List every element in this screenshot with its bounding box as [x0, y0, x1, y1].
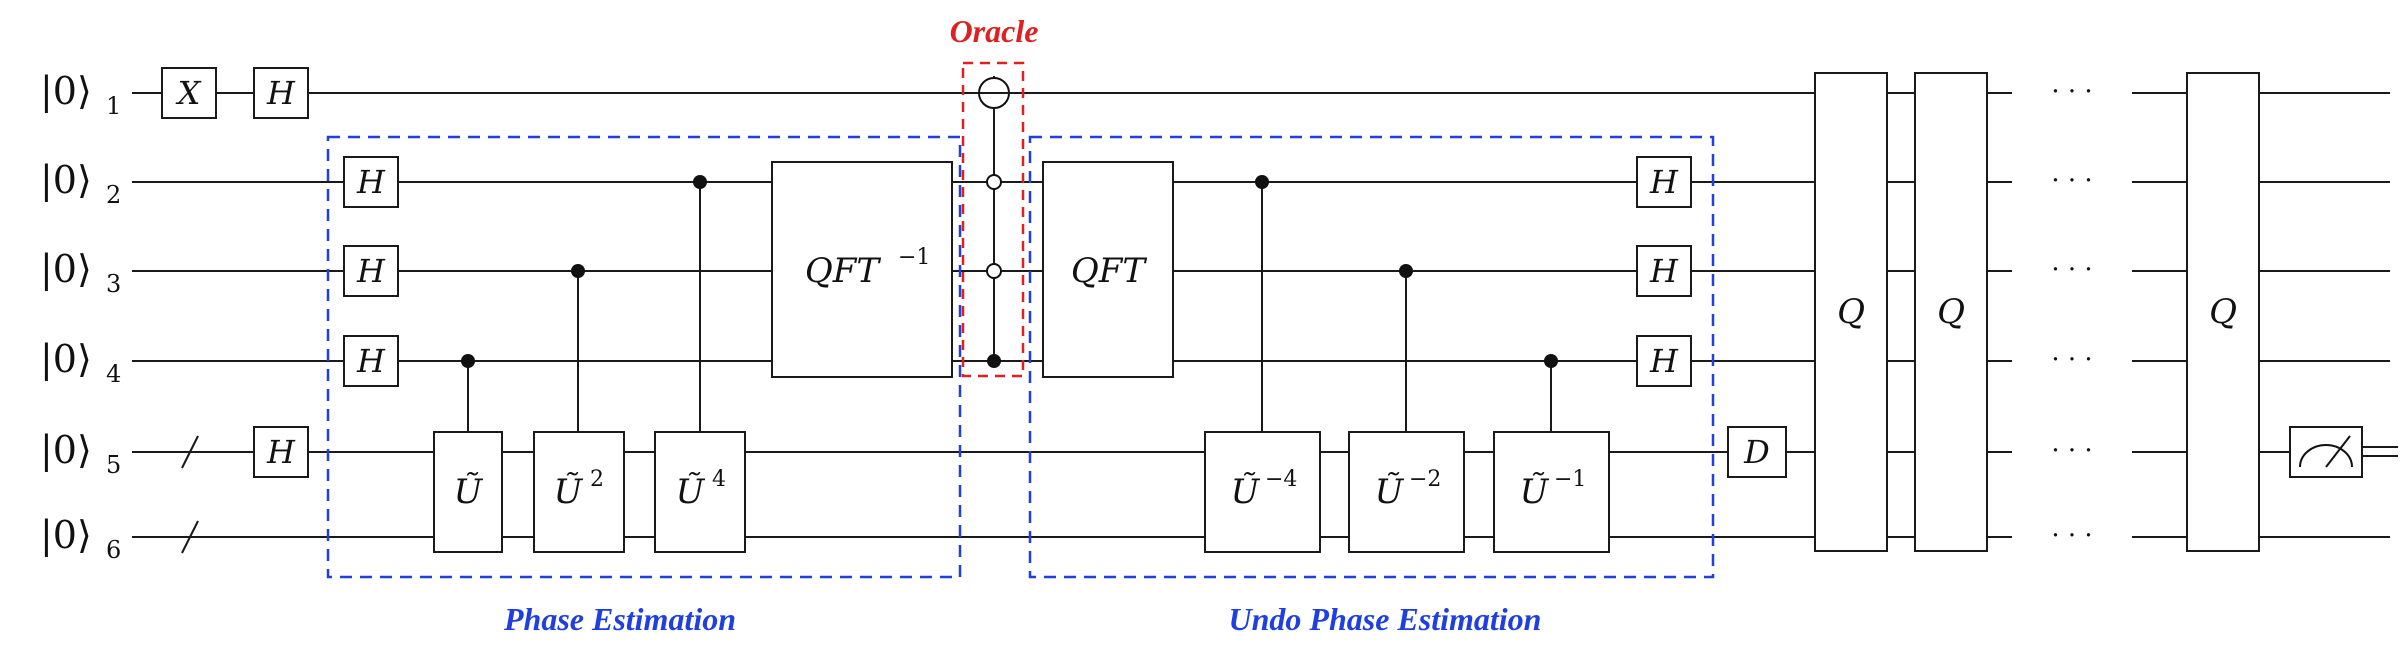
- u-minus-1-exponent: −1: [1554, 467, 1586, 492]
- control-dot: [1544, 354, 1558, 368]
- ellipsis-5: · · ·: [2051, 436, 2092, 466]
- u-minus-2-exponent: −2: [1409, 467, 1441, 492]
- controlled-u-4: Ũ 4: [654, 175, 746, 553]
- u2-gate-label: Ũ: [554, 471, 584, 512]
- undo-phase-estimation-region: [1028, 135, 1715, 579]
- controlled-u-minus-4: Ũ −4: [1204, 175, 1321, 553]
- d-gate: D: [1727, 426, 1787, 478]
- oracle-gate: [978, 76, 1010, 368]
- u-gate-label: Ũ: [454, 471, 484, 512]
- qubit-index-4: 4: [106, 360, 121, 388]
- qft-inverse-exponent: −1: [898, 245, 930, 270]
- x-gate-label: X: [175, 74, 202, 112]
- bundle-slash-6: [181, 520, 199, 554]
- h-gate-q4: H: [343, 335, 399, 387]
- qft-label: QFT: [1071, 251, 1147, 291]
- ellipsis-column: · · · · · · · · · · · · · · · · · ·: [2051, 77, 2092, 551]
- bundle-slash-5: [181, 435, 199, 469]
- h-gate-q2-label: H: [356, 163, 386, 201]
- qubit-label-1: |0⟩: [40, 69, 92, 113]
- phase-estimation-label: Phase Estimation: [503, 601, 736, 637]
- h-gate-q3-end-label: H: [1649, 252, 1679, 290]
- controlled-u-2: Ũ 2: [533, 264, 625, 553]
- qft-inverse-gate: QFT −1: [771, 161, 953, 378]
- ellipsis-3: · · ·: [2051, 255, 2092, 285]
- h-gate-q4-label: H: [356, 342, 386, 380]
- qft-inverse-label: QFT: [805, 251, 881, 291]
- control-dot: [1255, 175, 1269, 189]
- x-gate: X: [161, 67, 217, 119]
- control-dot: [693, 175, 707, 189]
- q-gate-1: Q: [1814, 72, 1888, 552]
- q-gate-3: Q: [2186, 72, 2260, 552]
- u-minus-4-exponent: −4: [1265, 467, 1297, 492]
- h-gate-q5: H: [253, 426, 309, 478]
- q-gate-2: Q: [1914, 72, 1988, 552]
- open-control-dot: [986, 174, 1002, 190]
- h-gate-q4-end-label: H: [1649, 342, 1679, 380]
- control-dot: [987, 354, 1001, 368]
- controlled-u-1: Ũ: [433, 354, 503, 553]
- h-gate-q1: H: [253, 67, 309, 119]
- meter-icon: [2289, 426, 2363, 478]
- qubit-label-5: |0⟩: [40, 428, 92, 472]
- h-gate-q2-end-label: H: [1649, 163, 1679, 201]
- qubit-label-3: |0⟩: [40, 247, 92, 291]
- control-dot: [461, 354, 475, 368]
- qft-gate: QFT: [1042, 161, 1174, 378]
- u-minus-1-gate-label: Ũ: [1520, 471, 1550, 512]
- h-gate-q2: H: [343, 156, 399, 208]
- h-gate-q4-end: H: [1636, 335, 1692, 387]
- qubit-index-6: 6: [106, 536, 121, 564]
- u2-gate-exponent: 2: [590, 467, 604, 492]
- qubit-index-3: 3: [106, 270, 121, 298]
- qubit-label-4: |0⟩: [40, 337, 92, 381]
- u4-gate-label: Ũ: [676, 471, 706, 512]
- qubit-index-2: 2: [106, 181, 121, 209]
- phase-estimation-region: [326, 135, 962, 579]
- q-gate-1-label: Q: [1837, 292, 1865, 332]
- q-gate-2-label: Q: [1937, 292, 1965, 332]
- qubit-label-2: |0⟩: [40, 158, 92, 202]
- u-minus-4-gate-label: Ũ: [1231, 471, 1261, 512]
- d-gate-label: D: [1743, 433, 1770, 471]
- h-gate-q5-label: H: [266, 433, 296, 471]
- open-control-dot: [986, 263, 1002, 279]
- oracle-label: Oracle: [950, 13, 1039, 49]
- h-gate-q3-end: H: [1636, 245, 1692, 297]
- u4-gate-exponent: 4: [712, 467, 726, 492]
- control-dot: [571, 264, 585, 278]
- h-gate-q2-end: H: [1636, 156, 1692, 208]
- ellipsis-1: · · ·: [2051, 77, 2092, 107]
- ellipsis-4: · · ·: [2051, 345, 2092, 375]
- u-minus-2-gate-label: Ũ: [1375, 471, 1405, 512]
- qubit-label-6: |0⟩: [40, 513, 92, 557]
- ellipsis-2: · · ·: [2051, 166, 2092, 196]
- qubit-index-5: 5: [106, 451, 121, 479]
- h-gate-q1-label: H: [266, 74, 296, 112]
- ellipsis-6: · · ·: [2051, 521, 2092, 551]
- q-gate-3-label: Q: [2209, 292, 2237, 332]
- bundle-markers: [181, 435, 199, 554]
- control-dot: [1399, 264, 1413, 278]
- qubit-index-1: 1: [106, 92, 121, 120]
- controlled-u-minus-1: Ũ −1: [1493, 354, 1610, 553]
- controlled-u-minus-2: Ũ −2: [1348, 264, 1465, 553]
- undo-phase-estimation-label: Undo Phase Estimation: [1229, 601, 1542, 637]
- qubit-labels: |0⟩ 1 |0⟩ 2 |0⟩ 3 |0⟩ 4 |0⟩ 5 |0⟩ 6: [40, 69, 121, 564]
- h-gate-q3: H: [343, 245, 399, 297]
- h-gate-q3-label: H: [356, 252, 386, 290]
